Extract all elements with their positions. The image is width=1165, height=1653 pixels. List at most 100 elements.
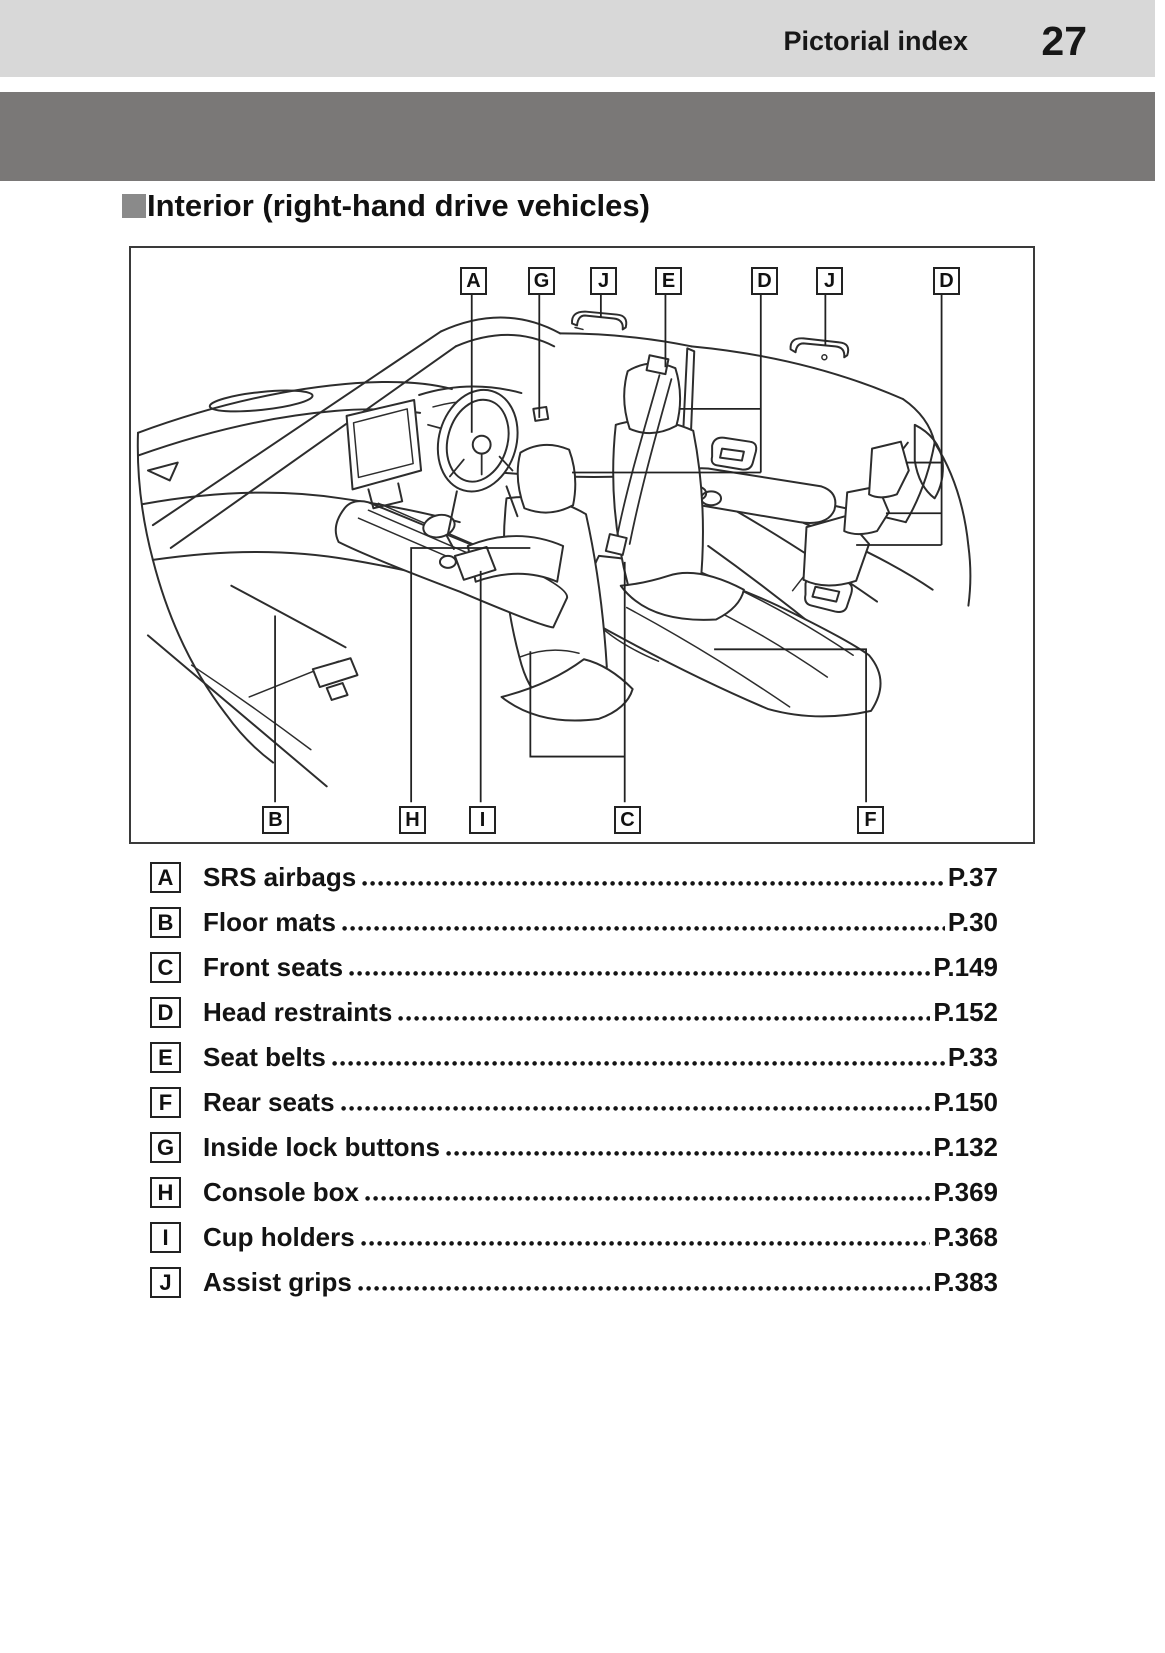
index-page-ref: P.383 bbox=[933, 1267, 998, 1297]
index-letter: I bbox=[150, 1222, 181, 1253]
dot-leader bbox=[360, 1241, 931, 1246]
index-row-seat-belts: E Seat belts P.33 bbox=[150, 1035, 998, 1080]
header-section-title: Pictorial index bbox=[783, 26, 968, 56]
index-label: Seat belts bbox=[203, 1042, 326, 1072]
index-page-ref: P.152 bbox=[933, 997, 998, 1027]
chapter-divider-band bbox=[0, 92, 1155, 181]
floor-area bbox=[146, 634, 359, 788]
index-label: Rear seats bbox=[203, 1087, 335, 1117]
index-letter: E bbox=[150, 1042, 181, 1073]
index-page-ref: P.149 bbox=[933, 952, 998, 982]
index-page-ref: P.33 bbox=[947, 1042, 998, 1072]
index-label: Cup holders bbox=[203, 1222, 355, 1252]
airbag-hub bbox=[471, 434, 492, 455]
door-sill-line bbox=[146, 634, 328, 788]
dot-leader bbox=[398, 1016, 931, 1021]
section-marker-square bbox=[122, 194, 146, 218]
seat-belt bbox=[604, 354, 673, 556]
callout-I: I bbox=[469, 806, 496, 834]
leader-F bbox=[714, 648, 867, 803]
index-letter: H bbox=[150, 1177, 181, 1208]
section-heading-text: Interior (right-hand drive vehicles) bbox=[147, 188, 650, 223]
index-letter: B bbox=[150, 907, 181, 938]
callout-C: C bbox=[614, 806, 641, 834]
dot-leader bbox=[349, 971, 931, 976]
index-row-cup-holders: I Cup holders P.368 bbox=[150, 1215, 998, 1260]
index-row-front-seats: C Front seats P.149 bbox=[150, 945, 998, 990]
header-bar bbox=[0, 0, 1155, 77]
dot-leader bbox=[331, 1061, 945, 1066]
index-label: Assist grips bbox=[203, 1267, 352, 1297]
index-row-assist-grips: J Assist grips P.383 bbox=[150, 1260, 998, 1305]
cup-holder bbox=[438, 554, 457, 569]
index-row-floor-mats: B Floor mats P.30 bbox=[150, 900, 998, 945]
index-row-head-restraints: D Head restraints P.152 bbox=[150, 990, 998, 1035]
index-page-ref: P.132 bbox=[933, 1132, 998, 1162]
center-console bbox=[334, 500, 569, 629]
callout-A: A bbox=[460, 267, 487, 295]
cup-holder-panel bbox=[453, 545, 497, 581]
front-door-handle bbox=[710, 436, 758, 471]
leader-lines bbox=[274, 294, 943, 803]
multimedia-screen bbox=[345, 398, 423, 510]
leader-D-rear bbox=[856, 294, 943, 546]
rear-assist-grip bbox=[789, 337, 850, 359]
index-row-inside-lock-buttons: G Inside lock buttons P.132 bbox=[150, 1125, 998, 1170]
dashboard bbox=[136, 380, 467, 764]
index-letter: A bbox=[150, 862, 181, 893]
callout-B: B bbox=[262, 806, 289, 834]
index-label: SRS airbags bbox=[203, 862, 357, 892]
leader-C bbox=[529, 561, 626, 803]
index-page-ref: P.37 bbox=[947, 862, 998, 892]
index-page-ref: P.369 bbox=[933, 1177, 998, 1207]
index-page-ref: P.30 bbox=[947, 907, 998, 937]
index-letter: F bbox=[150, 1087, 181, 1118]
dot-leader bbox=[365, 1196, 931, 1201]
front-seat-driver bbox=[612, 362, 745, 621]
section-heading: Interior (right-hand drive vehicles) bbox=[122, 188, 650, 224]
index-letter: J bbox=[150, 1267, 181, 1298]
cabin-structure bbox=[136, 310, 972, 788]
index-row-rear-seats: F Rear seats P.150 bbox=[150, 1080, 998, 1125]
index-row-console-box: H Console box P.369 bbox=[150, 1170, 998, 1215]
callout-G: G bbox=[528, 267, 555, 295]
dot-leader bbox=[357, 1286, 931, 1291]
callout-H: H bbox=[399, 806, 426, 834]
callout-J-front: J bbox=[590, 267, 617, 295]
index-letter: D bbox=[150, 997, 181, 1028]
index-label: Head restraints bbox=[203, 997, 393, 1027]
callout-J-rear: J bbox=[816, 267, 843, 295]
a-pillar-line bbox=[151, 330, 442, 527]
index-page-ref: P.368 bbox=[933, 1222, 998, 1252]
front-head-restraint-passenger bbox=[516, 443, 577, 514]
quarter-window bbox=[913, 423, 944, 500]
callout-D-rear: D bbox=[933, 267, 960, 295]
pictorial-index-list: A SRS airbags P.37 B Floor mats P.30 C F… bbox=[150, 855, 998, 1305]
leader-H bbox=[410, 547, 531, 803]
rear-head-restraint-right bbox=[868, 440, 910, 499]
callout-D-front: D bbox=[751, 267, 778, 295]
callout-E: E bbox=[655, 267, 682, 295]
dot-leader bbox=[341, 926, 945, 931]
page-number: 27 bbox=[1041, 18, 1087, 64]
front-assist-grip bbox=[571, 310, 628, 331]
shift-knob bbox=[422, 513, 456, 539]
index-label: Console box bbox=[203, 1177, 360, 1207]
dot-leader bbox=[445, 1151, 931, 1156]
index-letter: G bbox=[150, 1132, 181, 1163]
car-interior-line-art bbox=[136, 294, 972, 803]
index-page-ref: P.150 bbox=[933, 1087, 998, 1117]
side-air-vent bbox=[146, 461, 179, 482]
inside-lock-button bbox=[532, 405, 550, 422]
index-row-srs-airbags: A SRS airbags P.37 bbox=[150, 855, 998, 900]
seat-rail-bracket bbox=[311, 657, 359, 689]
index-label: Front seats bbox=[203, 952, 344, 982]
callout-F: F bbox=[857, 806, 884, 834]
steering-wheel bbox=[418, 385, 523, 536]
leader-D-front bbox=[572, 294, 762, 474]
index-label: Floor mats bbox=[203, 907, 336, 937]
dot-leader bbox=[362, 881, 945, 886]
defroster-vent bbox=[208, 389, 314, 413]
index-label: Inside lock buttons bbox=[203, 1132, 440, 1162]
